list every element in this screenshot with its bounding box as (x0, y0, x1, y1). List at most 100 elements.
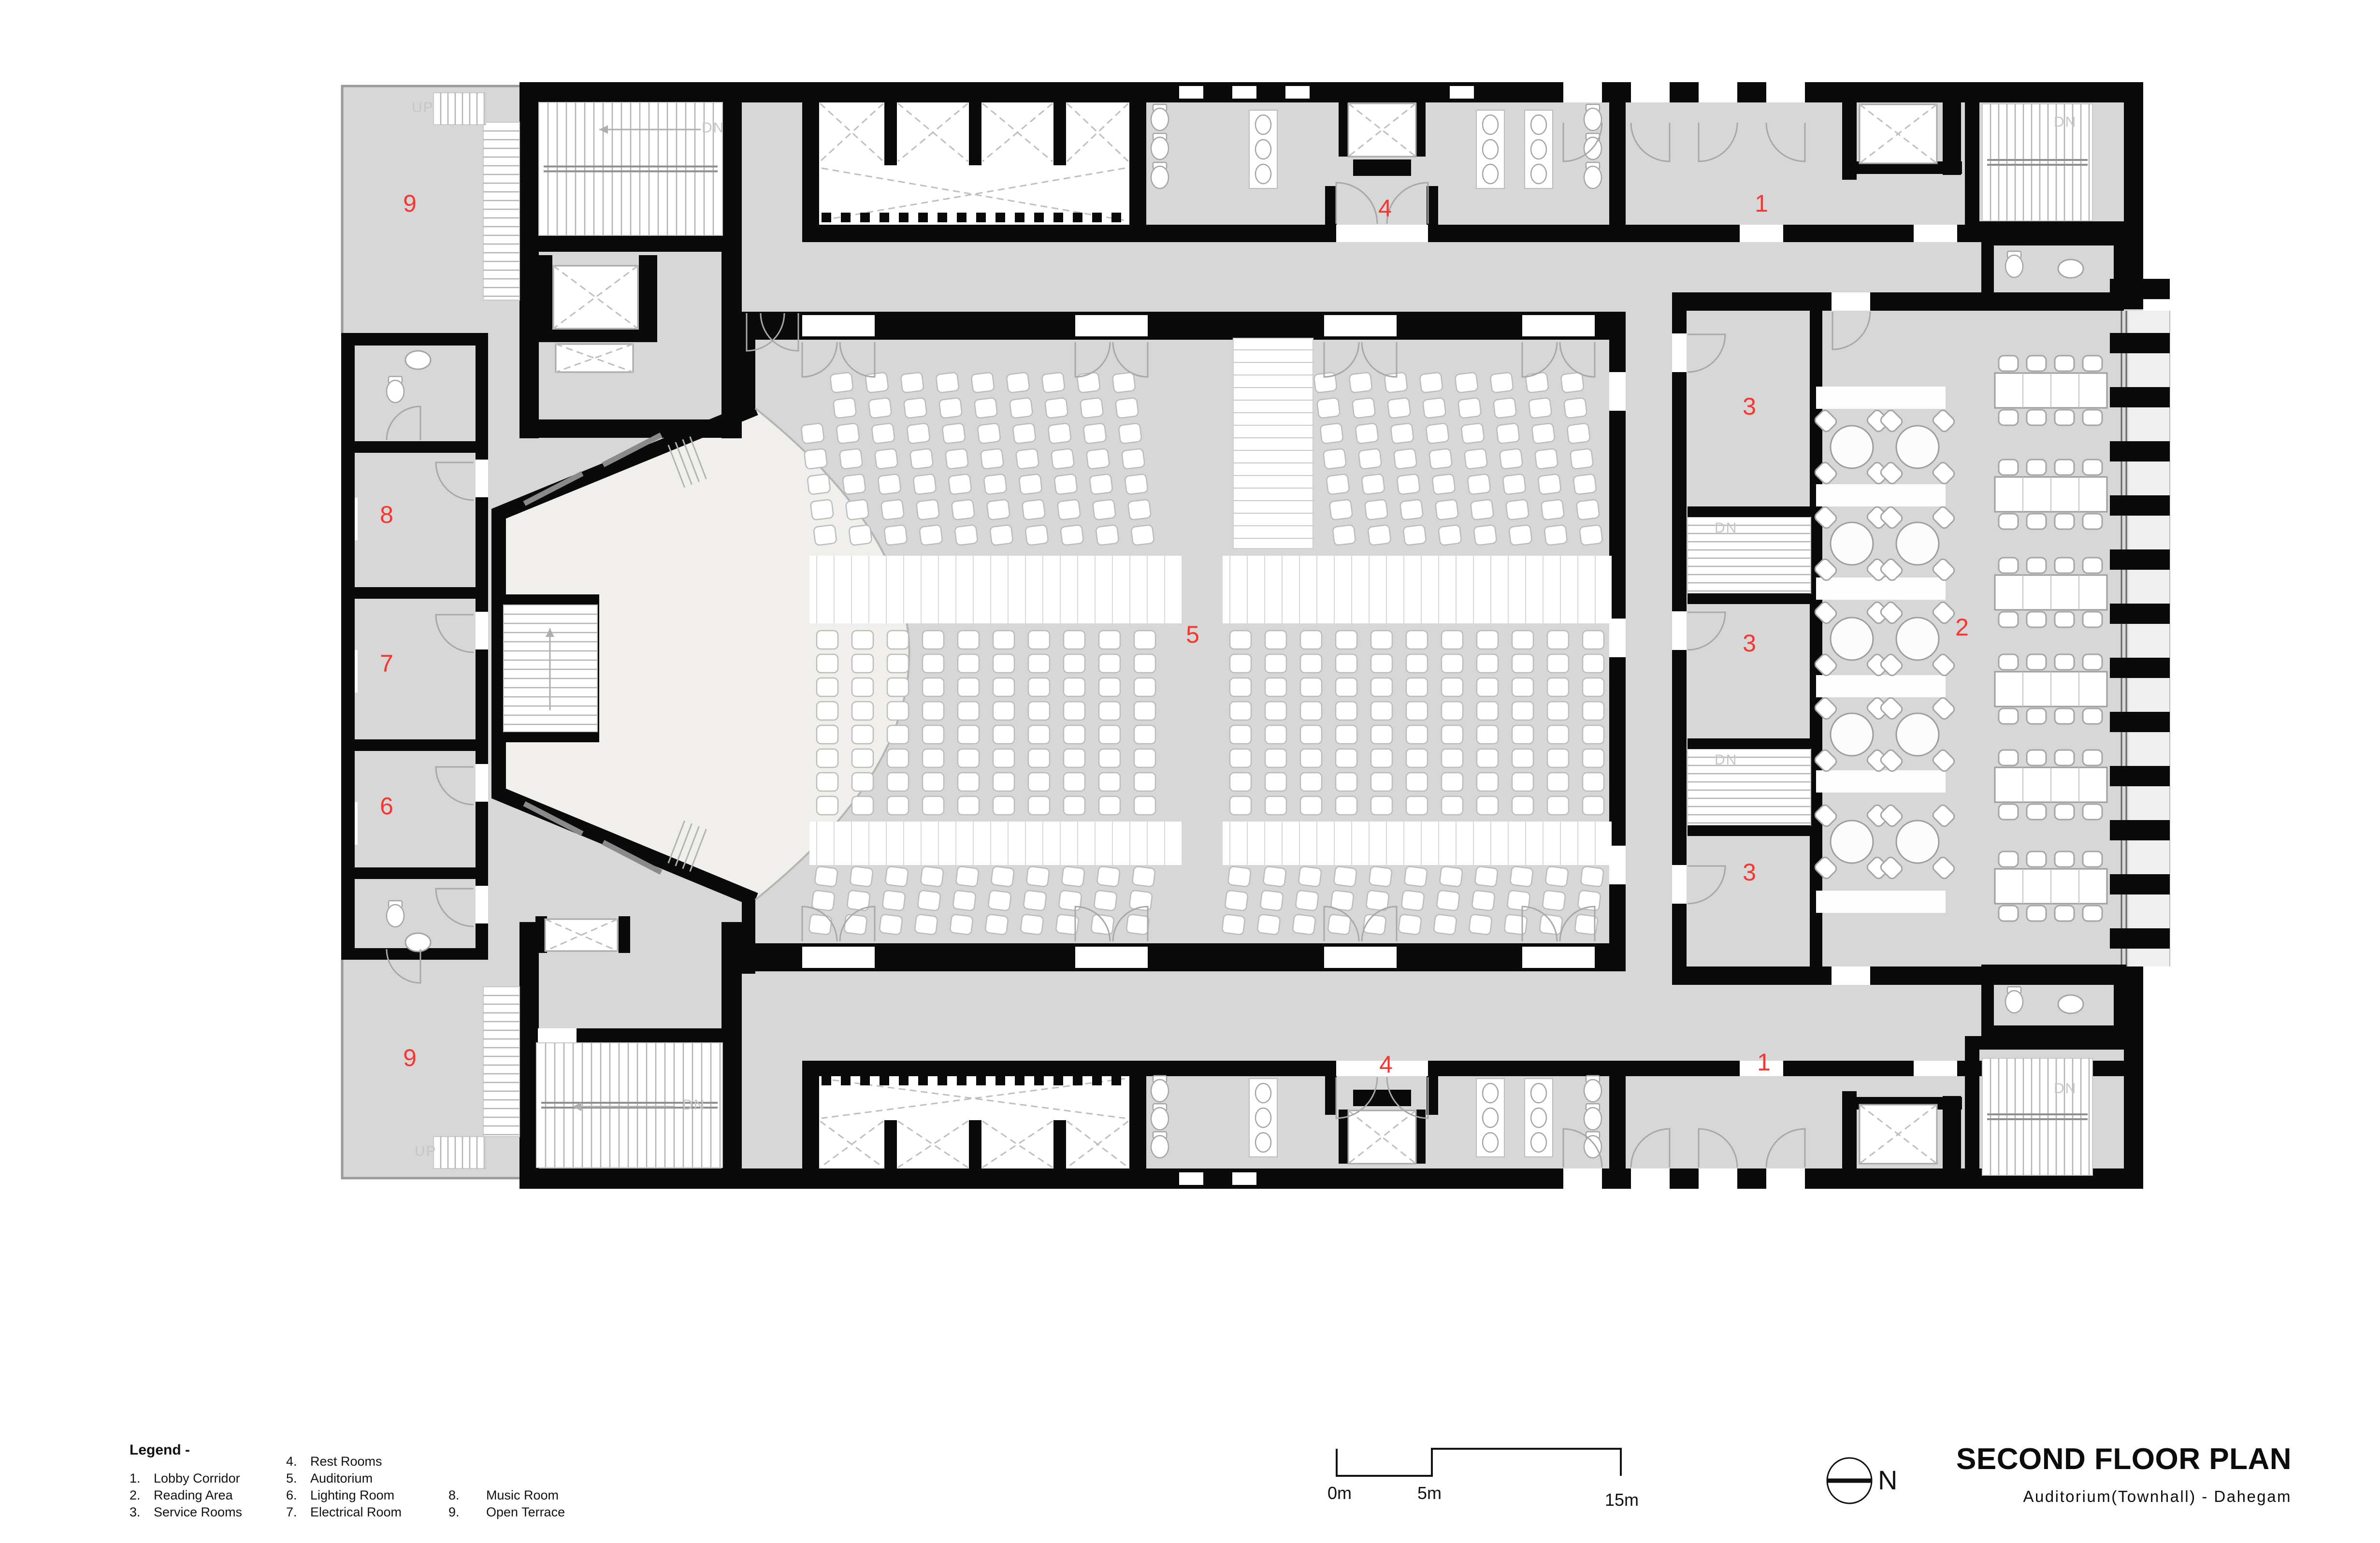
round-table (1880, 409, 1955, 485)
shaft (1347, 102, 1417, 158)
sheet-subtitle: Auditorium(Townhall) - Dahegam (2023, 1487, 2292, 1505)
legend-item: 9.Open Terrace (448, 1505, 565, 1519)
sink-counter (1249, 1078, 1278, 1157)
door-swing (801, 342, 838, 378)
north-arrow: N (1826, 1457, 1897, 1504)
legend-column-1: 1.Lobby Corridor 2.Reading Area 3.Servic… (130, 1470, 242, 1521)
facade-pier (2110, 495, 2170, 516)
auditorium-seating (801, 338, 1612, 935)
door-swing (1361, 906, 1398, 942)
north-label: N (1878, 1465, 1897, 1495)
facade-pier (2110, 549, 2170, 570)
facade-pier (2110, 333, 2170, 353)
door-swing (1687, 865, 1726, 905)
reading-area-furniture (1814, 355, 2108, 922)
stair-direction-label: UP (412, 100, 434, 115)
stair-direction-label: DN (702, 120, 724, 136)
round-table (1814, 697, 1890, 772)
scale-bar: 0m 5m 15m (1327, 1448, 1639, 1510)
door-swing (1521, 906, 1558, 942)
stage-steps (667, 820, 707, 872)
room-number: 9 (403, 1044, 417, 1071)
toilet-fixture (1583, 1075, 1602, 1103)
legend-item: 1.Lobby Corridor (130, 1471, 240, 1485)
facade-pier (2110, 604, 2170, 624)
scale-label-0m: 0m (1327, 1483, 1352, 1503)
door-swing (435, 888, 474, 927)
door-swing (1112, 342, 1149, 378)
shaft (1859, 103, 1938, 164)
door-swing (1687, 611, 1726, 651)
toilet-fixture (2005, 986, 2024, 1014)
round-table (1880, 804, 1955, 880)
door-swing (1323, 906, 1360, 942)
door-swing (1559, 906, 1596, 942)
facade-pier (2110, 387, 2170, 407)
door-swing (386, 405, 421, 441)
wall-opening-layer (476, 82, 1957, 1189)
facade-pier (2110, 712, 2170, 732)
shaft (1859, 1104, 1938, 1165)
toilet-fixture (386, 900, 405, 928)
door-swing (1765, 1128, 1806, 1168)
stair-direction-label: DN (2054, 1081, 2077, 1096)
scale-label-15m: 15m (1605, 1490, 1639, 1510)
sink-counter (1476, 110, 1505, 189)
door-swing (801, 906, 838, 942)
door-swing (435, 461, 474, 501)
shaft (555, 343, 634, 373)
facade-pier (2110, 279, 2170, 299)
door-swing (1630, 1128, 1671, 1168)
toilet-fixture (1583, 1131, 1602, 1159)
facade-pier (2110, 441, 2170, 461)
stair (536, 1042, 723, 1168)
legend-item: 7.Electrical Room (286, 1505, 402, 1519)
legend-column-2: 4.Rest Rooms 5.Auditorium 6.Lighting Roo… (286, 1453, 402, 1521)
toilet-fixture (1150, 161, 1169, 189)
door-swing (760, 313, 799, 352)
door-swing (1832, 311, 1871, 350)
scale-bar-line (1336, 1448, 1622, 1477)
sink-counter (1524, 1078, 1553, 1157)
shaft (544, 918, 619, 952)
legend-item: 2.Reading Area (130, 1488, 233, 1502)
title-block: SECOND FLOOR PLAN Auditorium(Townhall) -… (1956, 1442, 2292, 1505)
room-number: 1 (1755, 190, 1768, 217)
stair (483, 122, 520, 301)
shaft (1347, 1110, 1417, 1165)
round-table (1880, 697, 1955, 772)
door-swing (1562, 122, 1603, 162)
round-table (1880, 601, 1955, 677)
stair (1687, 738, 1811, 836)
toilet-fixture (1583, 103, 1602, 131)
room-number: 4 (1378, 195, 1392, 222)
room-number: 3 (1743, 630, 1756, 657)
legend-item: 8.Music Room (448, 1488, 559, 1502)
stair (538, 102, 723, 236)
stair (483, 986, 520, 1137)
room-number: 4 (1379, 1051, 1393, 1078)
door-swing (1521, 342, 1558, 378)
toilet-fixture (1150, 1075, 1169, 1103)
door-swing (1559, 342, 1596, 378)
stair (433, 92, 486, 125)
shaft (552, 265, 639, 330)
sheet-title: SECOND FLOOR PLAN (1956, 1442, 2292, 1476)
door-swing (435, 614, 474, 653)
door-swing (1074, 342, 1111, 378)
room-number: 3 (1743, 859, 1756, 886)
long-table (1994, 459, 2108, 530)
door-swing (1698, 1128, 1738, 1168)
toilet-fixture (1150, 1131, 1169, 1159)
scale-label-5m: 5m (1417, 1483, 1442, 1503)
legend-heading: Legend - (130, 1442, 190, 1458)
stair-direction-label: DN (2054, 114, 2077, 130)
sink-fixture (2057, 994, 2084, 1014)
stair-direction-label: DN (682, 1097, 705, 1113)
long-table (1994, 557, 2108, 628)
facade-pier (2110, 820, 2170, 840)
toilet-fixture (386, 375, 405, 404)
stair (1982, 1058, 2093, 1176)
legend-column-3: 8.Music Room 9.Open Terrace (448, 1487, 565, 1521)
